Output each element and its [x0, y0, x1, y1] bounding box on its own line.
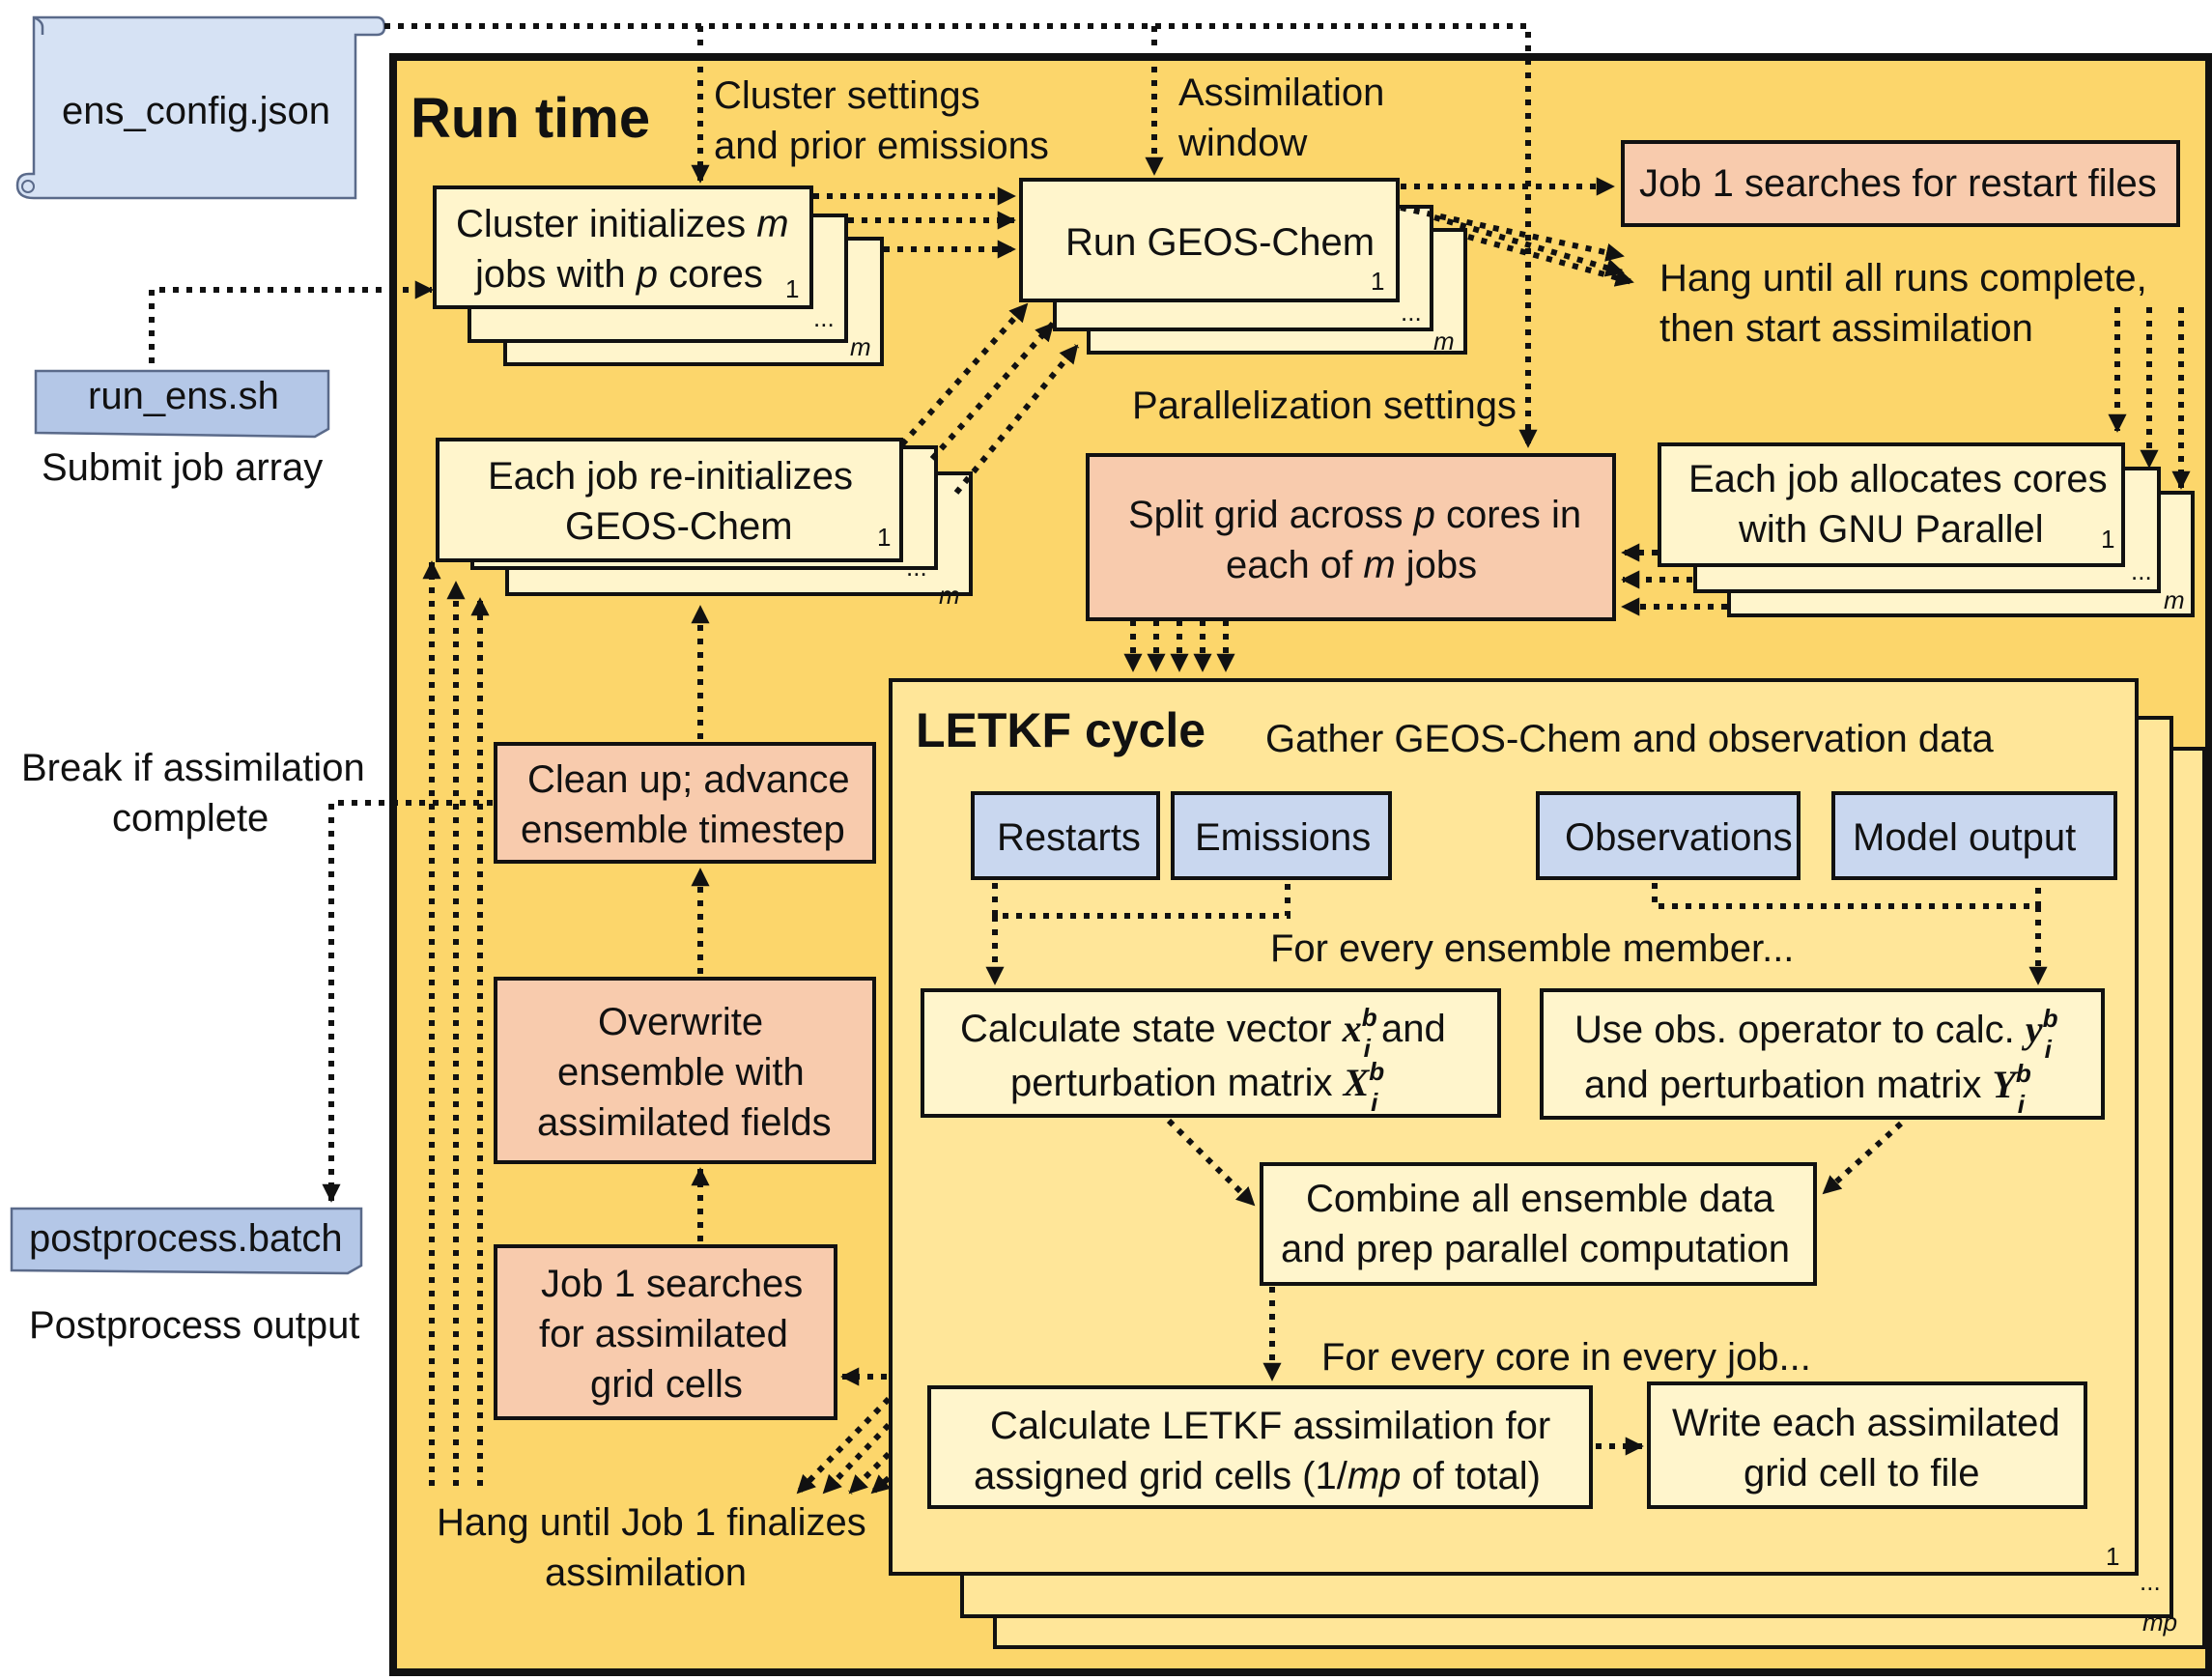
svg-text:Restarts: Restarts	[997, 816, 1141, 859]
split-grid-box: Split grid across p cores in each of m j…	[1086, 453, 1616, 621]
restarts-box: Restarts	[971, 791, 1160, 880]
reinit-text-1: Each job re-initializes	[488, 455, 853, 498]
overwrite-box: Overwrite ensemble with assimilated fiel…	[494, 977, 876, 1164]
emissions-box: Emissions	[1171, 791, 1392, 880]
break-label-2: complete	[112, 797, 269, 840]
stack-dots: ...	[813, 303, 835, 332]
run-geos-stack: 1 ... m Run GEOS-Chem	[1019, 178, 1467, 356]
svg-text:perturbation matrix Xbi: perturbation matrix Xbi	[1010, 1057, 1384, 1117]
svg-text:grid cells: grid cells	[590, 1363, 743, 1406]
svg-text:Use obs. operator to calc. ybi: Use obs. operator to calc. ybi	[1574, 1004, 2058, 1064]
svg-text:Clean up; advance: Clean up; advance	[527, 758, 850, 801]
connectors	[149, 23, 2191, 1495]
cluster-settings-label-1: Cluster settings	[714, 74, 980, 117]
assim-window-label-1: Assimilation	[1178, 71, 1384, 114]
break-label-1: Break if assimilation	[21, 747, 365, 789]
svg-text:assimilated fields: assimilated fields	[537, 1101, 832, 1144]
svg-text:Calculate state vector xbi and: Calculate state vector xbi and	[960, 1003, 1446, 1063]
hang-label-1: Hang until all runs complete,	[1659, 257, 2147, 299]
svg-text:Emissions: Emissions	[1195, 816, 1371, 859]
svg-text:1: 1	[2101, 525, 2114, 554]
svg-text:and prep parallel computation: and prep parallel computation	[1281, 1228, 1790, 1270]
letkf-title: LETKF cycle	[916, 703, 1205, 757]
every-member-label: For every ensemble member...	[1270, 927, 1794, 970]
hang-job1-label-2: assimilation	[545, 1552, 747, 1594]
svg-text:Model output: Model output	[1853, 816, 2076, 859]
svg-text:Overwrite: Overwrite	[598, 1001, 763, 1043]
split-grid-text-2: each of m jobs	[1226, 544, 1477, 586]
svg-text:1: 1	[2106, 1542, 2119, 1571]
reinit-stack: 1 ... m Each job re-initializes GEOS-Che…	[436, 438, 973, 610]
allocate-text-2: with GNU Parallel	[1738, 508, 2044, 551]
restart-search-text: Job 1 searches for restart files	[1639, 162, 2157, 205]
svg-text:ensemble timestep: ensemble timestep	[521, 809, 845, 851]
svg-text:Combine all ensemble data: Combine all ensemble data	[1306, 1178, 1774, 1220]
svg-text:...: ...	[906, 553, 927, 582]
svg-text:ensemble with: ensemble with	[557, 1051, 805, 1094]
run-geos-text: Run GEOS-Chem	[1065, 221, 1375, 264]
cluster-init-text-2: jobs with p cores	[474, 253, 763, 296]
cluster-init-text-1: Cluster initializes m	[456, 203, 789, 245]
combine-box: Combine all ensemble data and prep paral…	[1260, 1162, 1817, 1286]
svg-text:Job 1 searches: Job 1 searches	[541, 1263, 803, 1305]
every-core-label: For every core in every job...	[1321, 1336, 1811, 1379]
svg-text:assigned grid cells (1/mp of t: assigned grid cells (1/mp of total)	[974, 1455, 1541, 1497]
postprocess-file[interactable]: postprocess.batch	[10, 1207, 363, 1275]
write-cells-box: Write each assimilated grid cell to file	[1647, 1381, 2087, 1509]
cluster-init-stack: 1 ... m Cluster initializes m jobs with …	[433, 185, 884, 366]
svg-text:m: m	[2164, 585, 2185, 614]
allocate-stack: 1 ... m Each job allocates cores with GN…	[1658, 442, 2195, 617]
svg-text:1: 1	[1371, 267, 1384, 296]
run-ens-caption: Submit job array	[42, 446, 323, 489]
svg-text:m: m	[1433, 327, 1455, 356]
split-grid-text-1: Split grid across p cores in	[1128, 494, 1581, 536]
stack-one: 1	[785, 274, 799, 303]
svg-text:mp: mp	[2142, 1608, 2177, 1637]
reinit-text-2: GEOS-Chem	[565, 505, 793, 548]
svg-text:...: ...	[2140, 1567, 2161, 1596]
assim-window-label-2: window	[1177, 122, 1308, 164]
svg-text:...: ...	[1401, 298, 1422, 327]
gather-label: Gather GEOS-Chem and observation data	[1265, 718, 1994, 760]
job1-search-box: Job 1 searches for assimilated grid cell…	[494, 1244, 837, 1420]
cluster-settings-label-2: and prior emissions	[714, 125, 1049, 167]
svg-text:and perturbation matrix Ybi: and perturbation matrix Ybi	[1584, 1059, 2031, 1119]
run-ens-file[interactable]: run_ens.sh	[34, 369, 330, 439]
hang-job1-label-1: Hang until Job 1 finalizes	[437, 1501, 866, 1544]
svg-text:Calculate LETKF assimilation f: Calculate LETKF assimilation for	[990, 1405, 1550, 1447]
observations-box: Observations	[1536, 791, 1801, 880]
svg-text:...: ...	[2131, 556, 2152, 585]
restart-search-box: Job 1 searches for restart files	[1621, 140, 2180, 227]
stack-m: m	[850, 332, 871, 361]
run-ens-label: run_ens.sh	[88, 375, 279, 417]
parallel-settings-label: Parallelization settings	[1132, 384, 1517, 427]
runtime-title: Run time	[411, 87, 650, 150]
svg-text:for assimilated: for assimilated	[539, 1313, 788, 1355]
svg-text:1: 1	[877, 523, 891, 552]
model-output-box: Model output	[1831, 791, 2117, 880]
calc-letkf-box: Calculate LETKF assimilation for assigne…	[927, 1385, 1593, 1509]
allocate-text-1: Each job allocates cores	[1688, 458, 2108, 500]
config-file-scroll[interactable]: ens_config.json	[15, 15, 386, 200]
postprocess-label: postprocess.batch	[29, 1217, 343, 1260]
cleanup-box: Clean up; advance ensemble timestep	[494, 742, 876, 864]
svg-text:Write each assimilated: Write each assimilated	[1672, 1402, 2060, 1444]
svg-text:m: m	[939, 581, 960, 610]
hang-label-2: then start assimilation	[1659, 307, 2033, 350]
svg-text:grid cell to file: grid cell to file	[1744, 1452, 1980, 1495]
svg-text:Observations: Observations	[1565, 816, 1793, 859]
postprocess-caption: Postprocess output	[29, 1304, 359, 1347]
config-file-label: ens_config.json	[62, 90, 330, 132]
